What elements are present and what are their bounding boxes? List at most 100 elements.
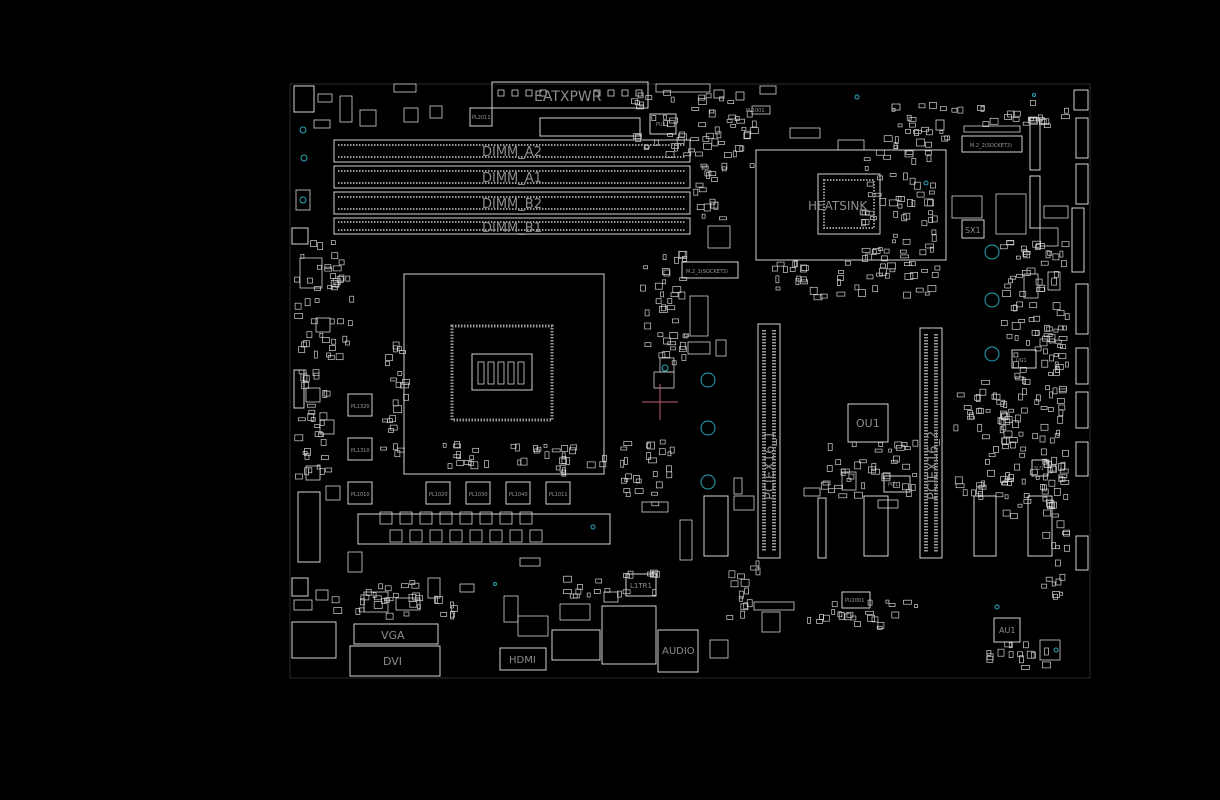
pl1320-inductor[interactable] bbox=[347, 393, 373, 417]
left-connector-1[interactable] bbox=[293, 85, 315, 113]
smd-part bbox=[865, 610, 874, 615]
su1-chip[interactable] bbox=[1031, 459, 1049, 477]
smd-part bbox=[620, 446, 628, 451]
smd-part bbox=[302, 375, 310, 382]
eatxpwr-connector[interactable] bbox=[491, 81, 649, 109]
smd-part bbox=[864, 166, 869, 171]
smd-part bbox=[658, 352, 666, 359]
smd-part bbox=[1063, 529, 1070, 537]
header-block-2[interactable] bbox=[863, 495, 889, 557]
smd-part bbox=[1040, 406, 1048, 410]
smd-part bbox=[575, 588, 582, 595]
smd-part bbox=[924, 291, 930, 296]
right-connector-2[interactable] bbox=[1075, 117, 1089, 159]
m2-2-socket[interactable] bbox=[961, 135, 1023, 153]
smd-part bbox=[1042, 473, 1048, 481]
sata-connector-1[interactable] bbox=[1029, 117, 1041, 171]
smd-part bbox=[732, 150, 737, 158]
smd-part bbox=[1001, 412, 1009, 421]
right-connector-8[interactable] bbox=[1075, 441, 1089, 477]
pl1020-inductor[interactable] bbox=[425, 481, 451, 505]
smd-part bbox=[876, 272, 883, 277]
pl1310-inductor[interactable] bbox=[347, 437, 373, 461]
sata-connector-2[interactable] bbox=[1029, 175, 1041, 229]
smd-part bbox=[1043, 123, 1051, 128]
smd-part bbox=[871, 249, 877, 255]
smd-part bbox=[688, 148, 695, 153]
smd-part bbox=[298, 346, 306, 353]
smd-part bbox=[988, 453, 996, 458]
l1tr1-transformer[interactable] bbox=[625, 573, 657, 597]
smd-part bbox=[719, 96, 724, 102]
sx1-component[interactable] bbox=[961, 219, 985, 239]
ps2-port[interactable] bbox=[291, 621, 337, 659]
hdmi-port[interactable] bbox=[499, 647, 547, 671]
smd-part bbox=[622, 589, 631, 595]
right-connector-4[interactable] bbox=[1071, 207, 1085, 273]
pciex16-2-slot[interactable] bbox=[919, 327, 943, 559]
right-connector-3[interactable] bbox=[1075, 163, 1089, 205]
pl2011-inductor[interactable] bbox=[469, 107, 493, 127]
smd-part bbox=[695, 182, 704, 188]
smd-part bbox=[319, 468, 325, 475]
dvi-port[interactable] bbox=[349, 645, 441, 677]
header-block-4[interactable] bbox=[1027, 495, 1053, 557]
smd-part bbox=[701, 165, 709, 170]
pq1-ic[interactable] bbox=[883, 475, 911, 493]
header-block-3[interactable] bbox=[973, 495, 997, 557]
chipset-package[interactable] bbox=[817, 173, 881, 235]
au1-codec[interactable] bbox=[993, 617, 1021, 643]
right-connector-5[interactable] bbox=[1075, 283, 1089, 335]
smd-part bbox=[939, 130, 944, 134]
smd-part bbox=[302, 451, 308, 455]
smd-part bbox=[738, 590, 744, 599]
smd-part bbox=[365, 589, 372, 596]
ou1-chip[interactable] bbox=[847, 403, 889, 443]
pu2001-ic[interactable] bbox=[841, 591, 871, 609]
vga-port[interactable] bbox=[353, 623, 439, 645]
right-connector-9[interactable] bbox=[1075, 535, 1089, 571]
pcie-x1-slot[interactable] bbox=[817, 497, 827, 559]
right-connector-6[interactable] bbox=[1075, 347, 1089, 385]
smd-part bbox=[347, 320, 353, 326]
front-panel-header[interactable] bbox=[297, 491, 321, 563]
left-connector-2[interactable] bbox=[293, 369, 305, 409]
smd-part bbox=[796, 275, 802, 282]
ug1-chip[interactable] bbox=[1011, 349, 1037, 369]
smd-part bbox=[907, 199, 913, 207]
m2-1-socket[interactable] bbox=[681, 261, 739, 279]
pciex16-1-slot[interactable] bbox=[757, 323, 781, 559]
pl1040-inductor[interactable] bbox=[505, 481, 531, 505]
smd-part bbox=[620, 459, 625, 468]
usb-stack-1[interactable] bbox=[551, 629, 601, 661]
smd-part bbox=[1021, 478, 1026, 485]
pu1-controller[interactable] bbox=[649, 113, 677, 135]
left-connector-3[interactable] bbox=[291, 577, 309, 597]
lan-usb-stack[interactable] bbox=[601, 605, 657, 665]
smd-part bbox=[1058, 475, 1064, 482]
smd-part bbox=[837, 279, 841, 286]
smd-part bbox=[1002, 290, 1011, 297]
right-connector-7[interactable] bbox=[1075, 391, 1089, 429]
smd-part bbox=[1045, 385, 1050, 391]
dimm-a1-slot[interactable] bbox=[333, 165, 691, 189]
dimm-b2-slot[interactable] bbox=[333, 191, 691, 215]
smd-part bbox=[721, 162, 728, 170]
dimm-a2-slot[interactable] bbox=[333, 139, 691, 163]
smd-part bbox=[795, 278, 800, 285]
dimm-b1-slot[interactable] bbox=[333, 217, 691, 235]
smd-part bbox=[728, 114, 737, 120]
cpu-socket[interactable] bbox=[403, 273, 605, 475]
smd-part bbox=[977, 407, 982, 414]
audio-jack[interactable] bbox=[657, 629, 699, 673]
right-connector-1[interactable] bbox=[1073, 89, 1089, 111]
left-fan-header[interactable] bbox=[291, 227, 309, 245]
smd-part bbox=[1058, 388, 1067, 394]
smd-part bbox=[663, 89, 671, 96]
pl1030-inductor[interactable] bbox=[465, 481, 491, 505]
cpu-center-pads bbox=[477, 361, 525, 385]
header-block-1[interactable] bbox=[703, 495, 729, 557]
pl1011-inductor[interactable] bbox=[545, 481, 571, 505]
pl1010-inductor[interactable] bbox=[347, 481, 373, 505]
smd-part bbox=[738, 595, 743, 602]
